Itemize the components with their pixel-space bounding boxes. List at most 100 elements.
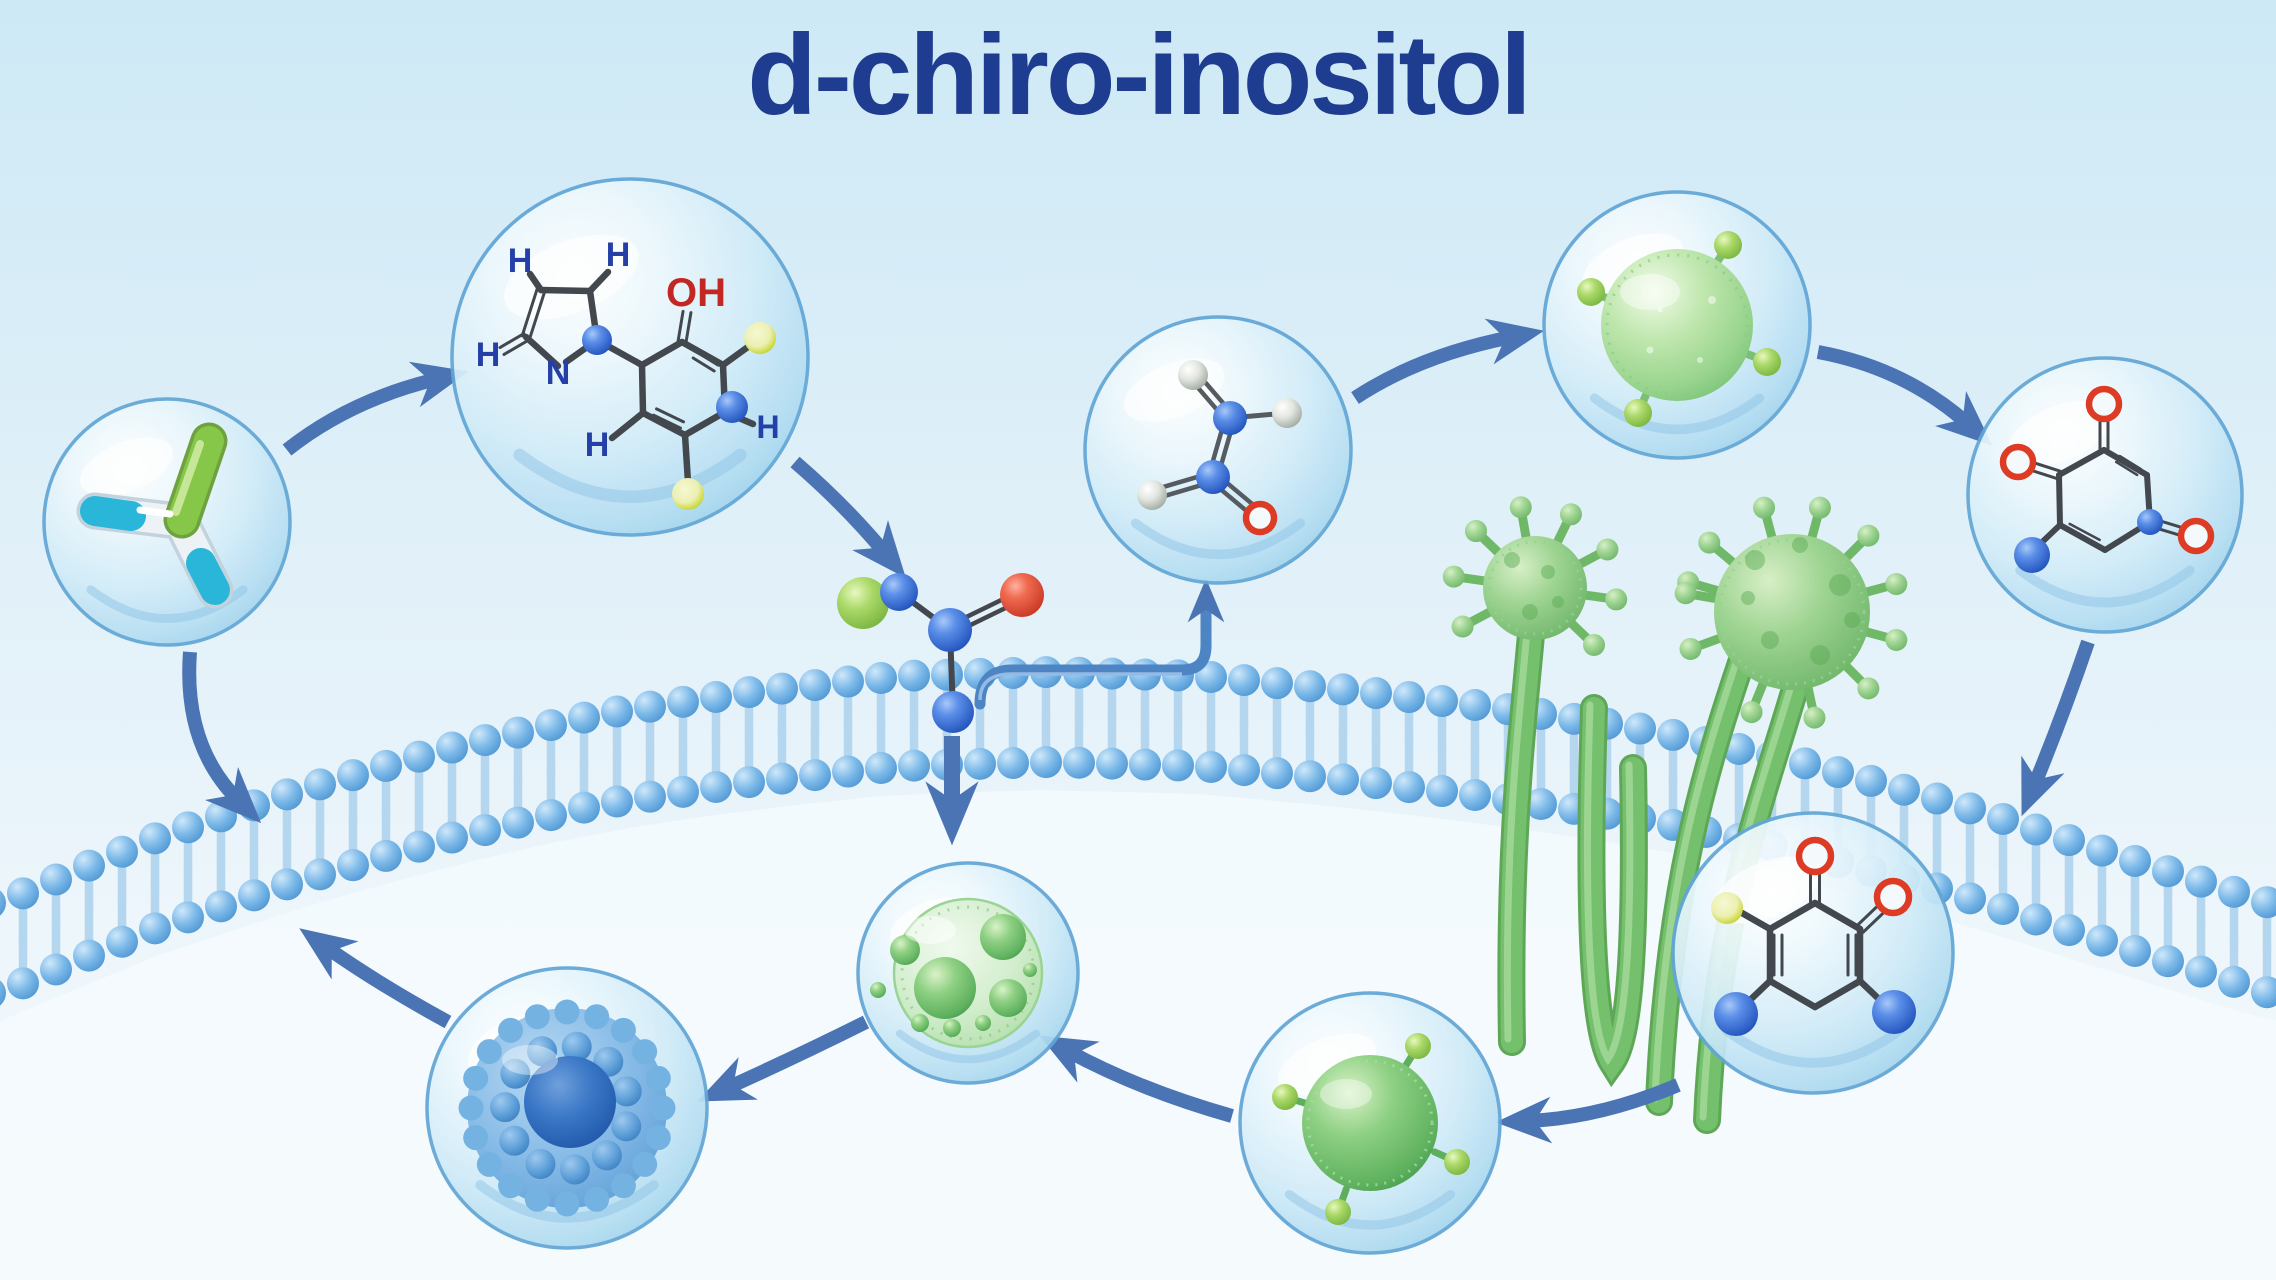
spiky-vesicle-bubble bbox=[1238, 991, 1502, 1255]
oxygen-ring-icon bbox=[2085, 385, 2123, 423]
substituent-atom bbox=[1872, 990, 1916, 1034]
satellite-vesicle bbox=[1714, 231, 1742, 259]
anchor-atom bbox=[932, 691, 974, 733]
oxygen-ring-icon bbox=[1795, 836, 1835, 876]
inner-vesicle bbox=[943, 1019, 961, 1037]
glycoprotein-large bbox=[1674, 496, 1908, 729]
spike-tip bbox=[1465, 520, 1488, 543]
pathway-arrows bbox=[182, 318, 2095, 1144]
inner-vesicle bbox=[914, 957, 976, 1019]
nitrogen-atom bbox=[582, 325, 612, 355]
inner-vesicle bbox=[1023, 963, 1037, 977]
glycoprotein-head bbox=[1714, 534, 1870, 690]
oxygen-atom bbox=[1000, 573, 1044, 617]
spike-tip bbox=[1698, 531, 1721, 554]
glycoprotein-small bbox=[1442, 496, 1628, 656]
arrow-capsule-to-membrane bbox=[182, 651, 262, 824]
inner-vesicle bbox=[980, 914, 1026, 960]
arrow-amine-to-vesicle bbox=[1351, 318, 1545, 404]
inner-vesicle bbox=[870, 982, 886, 998]
spike-tip bbox=[1509, 496, 1532, 519]
quinone-b-bubble bbox=[1671, 811, 1955, 1095]
h-label: H bbox=[585, 426, 610, 464]
spike-tip bbox=[1803, 706, 1826, 729]
h-label: H bbox=[476, 336, 501, 374]
inner-vesicle bbox=[989, 979, 1027, 1017]
spike-tip bbox=[1753, 496, 1776, 519]
hydrogen-atom bbox=[1178, 360, 1208, 390]
n-label: N bbox=[546, 354, 571, 392]
arrow-structure-to-molecule bbox=[790, 456, 906, 579]
oh-label: OH bbox=[666, 271, 726, 315]
spike-tip bbox=[1559, 503, 1582, 526]
spike-tip bbox=[1582, 633, 1605, 656]
substituent-atom bbox=[744, 322, 776, 354]
glycoprotein-head bbox=[1483, 536, 1587, 640]
substituent-atom bbox=[2014, 537, 2050, 573]
arrow-endosome-to-cell bbox=[697, 1015, 870, 1102]
h-label: H bbox=[756, 409, 779, 445]
oxygen-ring-icon bbox=[1999, 443, 2037, 481]
endosome-bubble bbox=[856, 861, 1080, 1085]
quinone-a-bubble bbox=[1966, 356, 2244, 634]
blue-cell-bubble bbox=[425, 966, 709, 1250]
green-vesicle-body bbox=[1601, 249, 1753, 401]
inner-vesicle bbox=[975, 1015, 991, 1031]
h-label: H bbox=[606, 236, 631, 274]
arrow-cell-to-membrane bbox=[299, 928, 452, 1029]
substituent-atom bbox=[672, 478, 704, 510]
satellite-vesicle bbox=[1577, 278, 1605, 306]
nitrogen-atom bbox=[2137, 509, 2163, 535]
vesicle-protrusion bbox=[1405, 1033, 1431, 1059]
vesicle-protrusion bbox=[1444, 1149, 1470, 1175]
spike-tip bbox=[1679, 637, 1702, 660]
smooth-vesicle-bubble bbox=[1542, 190, 1812, 460]
nitrogen-atom bbox=[880, 573, 918, 611]
substituent-atom bbox=[1714, 992, 1758, 1036]
methyl-atom bbox=[837, 577, 889, 629]
spike-tip bbox=[1605, 588, 1628, 611]
oxygen-ring-icon bbox=[1873, 877, 1913, 917]
vesicle-protrusion bbox=[1325, 1199, 1351, 1225]
nitrogen-atom bbox=[716, 391, 748, 423]
arrow-vesicle-to-quinone bbox=[1816, 345, 1993, 446]
spike-tip bbox=[1451, 615, 1474, 638]
spike-tip bbox=[1442, 565, 1465, 588]
hydrogen-atom bbox=[1137, 480, 1167, 510]
arrow-spiky-to-endosome bbox=[1039, 1035, 1234, 1123]
satellite-vesicle bbox=[1624, 399, 1652, 427]
arrow-quinone-down bbox=[2021, 639, 2095, 817]
substituent-atom bbox=[1711, 892, 1743, 924]
nitrogen-atom bbox=[928, 608, 972, 652]
nitrogen-atom bbox=[1196, 460, 1230, 494]
vesicle-protrusion bbox=[1272, 1084, 1298, 1110]
lipid-tails bbox=[18, 683, 2272, 981]
spike-tip bbox=[1740, 701, 1763, 724]
diagram-title: d-chiro-inositol bbox=[747, 12, 1532, 139]
capsule-molecule-bubble bbox=[42, 397, 292, 647]
spike-tip bbox=[1885, 573, 1908, 596]
spike-tip bbox=[1857, 524, 1880, 547]
green-vesicle-body bbox=[1302, 1055, 1438, 1191]
amine-molecule-bubble bbox=[1083, 315, 1353, 585]
arrow-quinoneb-to-spiky bbox=[1495, 1078, 1681, 1144]
inner-vesicle bbox=[911, 1014, 929, 1032]
spike-tip bbox=[1885, 628, 1908, 651]
messenger-molecule bbox=[837, 573, 1044, 733]
oxygen-ring-icon bbox=[1242, 500, 1278, 536]
spike-tip bbox=[1808, 496, 1831, 519]
satellite-vesicle bbox=[1753, 348, 1781, 376]
spike-tip bbox=[1857, 677, 1880, 700]
oxygen-ring-icon bbox=[2177, 517, 2215, 555]
hydrogen-atom bbox=[1272, 398, 1302, 428]
arrow-capsule-to-structure bbox=[282, 361, 469, 456]
spike-tip bbox=[1674, 582, 1697, 605]
nitrogen-atom bbox=[1213, 401, 1247, 435]
spike-tip bbox=[1596, 538, 1619, 561]
inner-vesicle bbox=[890, 935, 920, 965]
h-label: H bbox=[508, 242, 533, 280]
